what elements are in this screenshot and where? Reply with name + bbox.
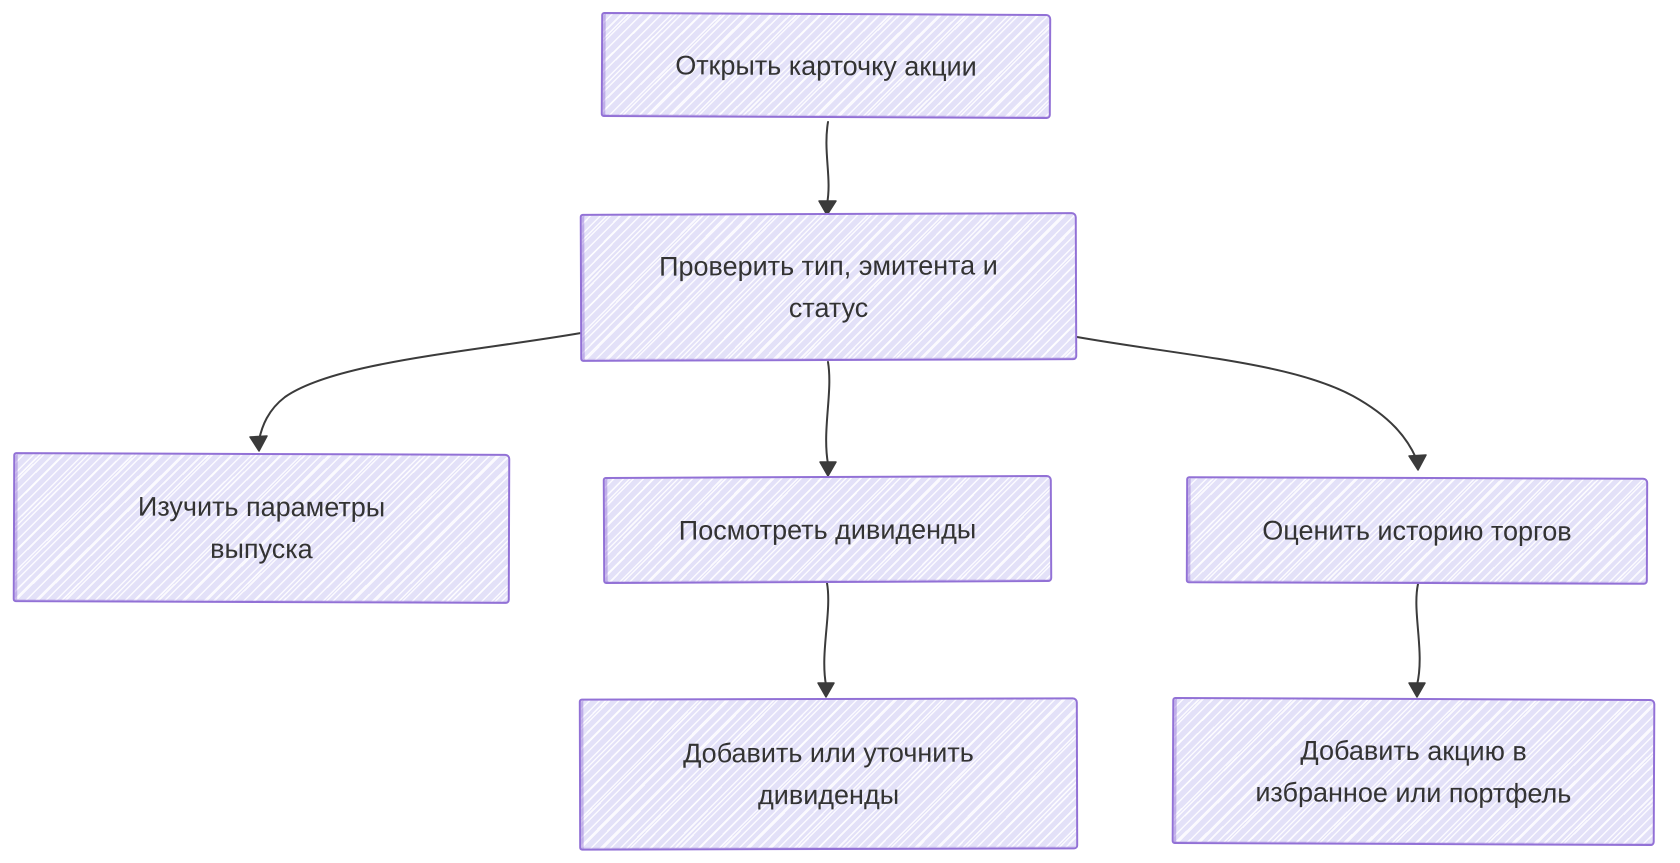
- node-check-type: Проверить тип, эмитента и статус: [579, 212, 1078, 362]
- edge-check-type-to-assess-history: [1076, 336, 1427, 471]
- edge-line: [258, 332, 582, 441]
- arrowhead-icon: [1408, 682, 1426, 698]
- edge-line: [1076, 336, 1417, 459]
- edge-line: [1415, 583, 1421, 686]
- node-label: Открыть карточку акции: [675, 49, 977, 82]
- arrowhead-icon: [817, 682, 835, 698]
- node-assess-history: Оценить историю торгов: [1185, 476, 1649, 585]
- arrowhead-icon: [819, 461, 837, 477]
- node-add-favorites: Добавить акцию в избранное или портфель: [1171, 696, 1656, 847]
- edge-line: [823, 582, 830, 686]
- node-label: Добавить или уточнить дивиденды: [683, 737, 974, 811]
- edge-check-type-to-view-dividends: [819, 361, 837, 477]
- arrowhead-icon: [1408, 454, 1427, 471]
- node-study-params: Изучить параметры выпуска: [12, 452, 511, 604]
- edge-assess-history-to-add-favorites: [1408, 583, 1426, 698]
- node-label: Добавить акцию в избранное или портфель: [1255, 735, 1572, 809]
- node-view-dividends: Посмотреть дивиденды: [602, 475, 1053, 584]
- edge-view-dividends-to-add-dividends: [817, 582, 835, 698]
- edge-open-card-to-check-type: [818, 121, 837, 216]
- node-label: Изучить параметры выпуска: [137, 491, 386, 565]
- arrowhead-icon: [249, 435, 268, 452]
- node-label: Оценить историю торгов: [1262, 514, 1572, 547]
- edge-line: [825, 361, 831, 465]
- edge-line: [825, 121, 830, 205]
- node-label: Проверить тип, эмитента и статус: [659, 250, 998, 324]
- edge-check-type-to-study-params: [249, 332, 582, 452]
- node-label: Посмотреть дивиденды: [678, 513, 977, 546]
- node-add-dividends: Добавить или уточнить дивиденды: [578, 697, 1079, 851]
- node-open-card: Открыть карточку акции: [600, 12, 1052, 119]
